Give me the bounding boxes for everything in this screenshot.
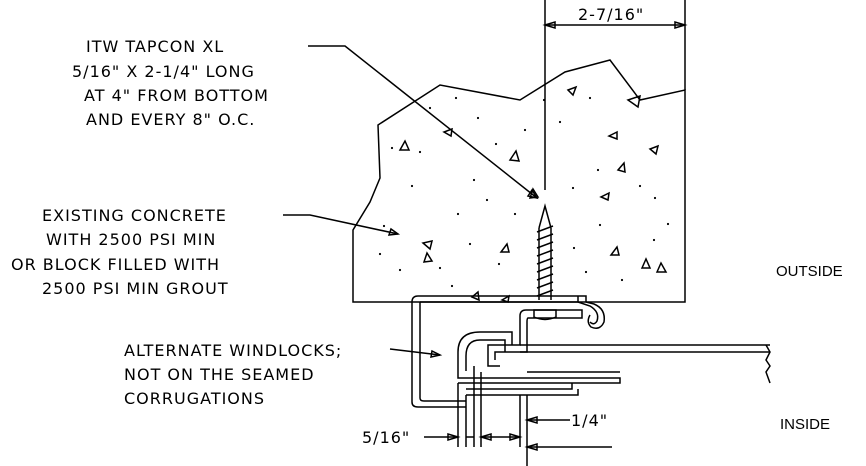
top-dimension: 2-7/16" [542,0,688,190]
anchor-note-line-2: 5/16" X 2-1/4" LONG [72,62,255,81]
windlock-note-line-1: ALTERNATE WINDLOCKS; [124,341,342,360]
anchor-note-line-4: AND EVERY 8" O.C. [86,110,255,129]
substrate-note-line-1: EXISTING CONCRETE [42,206,227,225]
bottom-dimensions: 5/16" 1/4" [362,411,612,452]
concrete-substrate [352,59,686,303]
leaders [283,45,539,358]
substrate-note-line-2: WITH 2500 PSI MIN [46,230,216,249]
top-dimension-text: 2-7/16" [578,5,644,24]
outside-label: OUTSIDE [776,263,843,280]
windlock-note-line-2: NOT ON THE SEAMED [124,365,315,384]
tapcon-screw [533,203,557,321]
substrate-note: EXISTING CONCRETE WITH 2500 PSI MIN OR B… [11,206,229,298]
anchor-note-line-1: ITW TAPCON XL [86,37,224,56]
dimension-5-16-text: 5/16" [362,428,410,447]
anchor-note-line-3: AT 4" FROM BOTTOM [84,86,269,105]
anchor-note: ITW TAPCON XL 5/16" X 2-1/4" LONG AT 4" … [72,37,269,129]
dimension-1-4-text: 1/4" [571,411,608,430]
inside-label: INSIDE [780,416,830,433]
windlock-note-line-3: CORRUGATIONS [124,389,265,408]
substrate-note-line-3: OR BLOCK FILLED WITH [11,255,220,274]
windlock-note: ALTERNATE WINDLOCKS; NOT ON THE SEAMED C… [124,341,342,408]
guide-channel [411,295,771,466]
substrate-note-line-4: 2500 PSI MIN GROUT [42,279,229,298]
